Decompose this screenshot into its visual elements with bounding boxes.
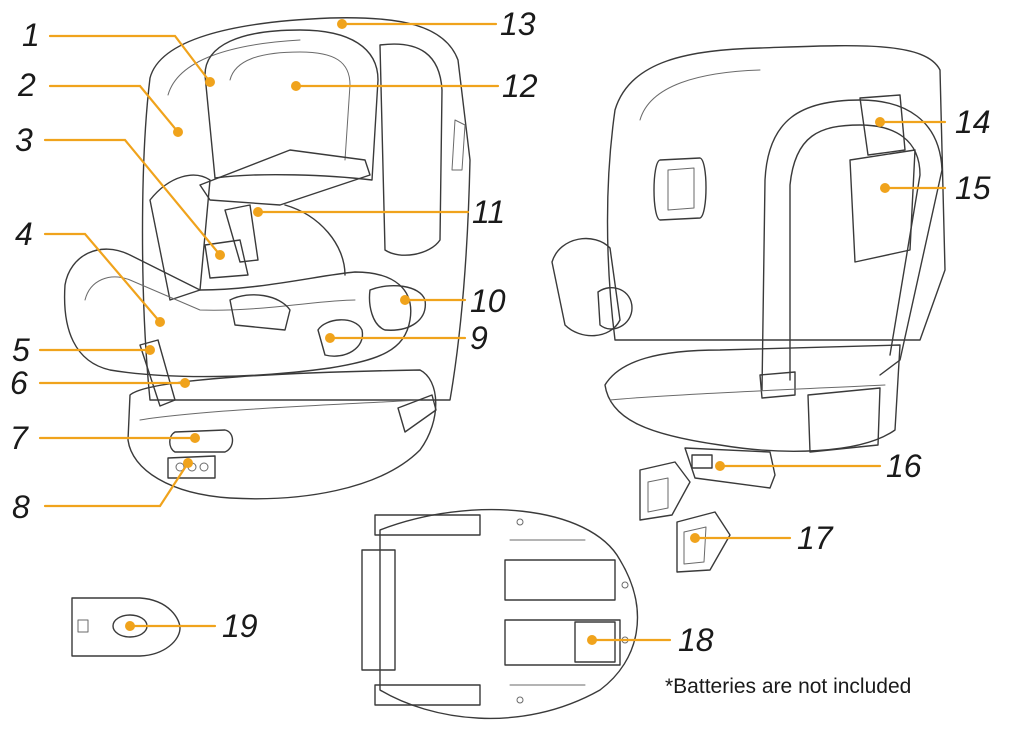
callout-1: 1 bbox=[22, 17, 40, 53]
callout-16: 16 bbox=[886, 448, 922, 484]
callout-19: 19 bbox=[222, 608, 258, 644]
rear-view-seat bbox=[551, 45, 946, 573]
callout-17: 17 bbox=[797, 520, 834, 556]
leader-1 bbox=[48, 34, 212, 84]
callout-11: 11 bbox=[472, 194, 505, 230]
callout-12: 12 bbox=[502, 68, 538, 104]
leader-8 bbox=[43, 461, 190, 508]
callout-9: 9 bbox=[470, 320, 488, 356]
callout-13: 13 bbox=[500, 6, 536, 42]
callout-2: 2 bbox=[17, 67, 36, 103]
batteries-note: *Batteries are not included bbox=[665, 675, 911, 698]
leader-3 bbox=[43, 138, 222, 257]
leader-lines bbox=[38, 22, 947, 642]
callout-6: 6 bbox=[10, 365, 28, 401]
leader-4 bbox=[43, 232, 162, 324]
bottom-view-base bbox=[361, 508, 639, 720]
front-view-seat bbox=[63, 17, 471, 500]
callout-15: 15 bbox=[955, 170, 991, 206]
callout-5: 5 bbox=[12, 332, 30, 368]
callout-4: 4 bbox=[15, 216, 33, 252]
leader-dots bbox=[125, 19, 890, 645]
callout-14: 14 bbox=[955, 104, 991, 140]
callout-7: 7 bbox=[10, 420, 29, 456]
callout-10: 10 bbox=[470, 283, 506, 319]
callout-3: 3 bbox=[15, 122, 33, 158]
callout-8: 8 bbox=[12, 489, 30, 525]
callout-18: 18 bbox=[678, 622, 714, 658]
callout-numbers: 1 2 3 4 5 6 7 8 9 10 11 12 13 14 15 16 1… bbox=[10, 6, 991, 658]
leader-2 bbox=[48, 84, 180, 134]
